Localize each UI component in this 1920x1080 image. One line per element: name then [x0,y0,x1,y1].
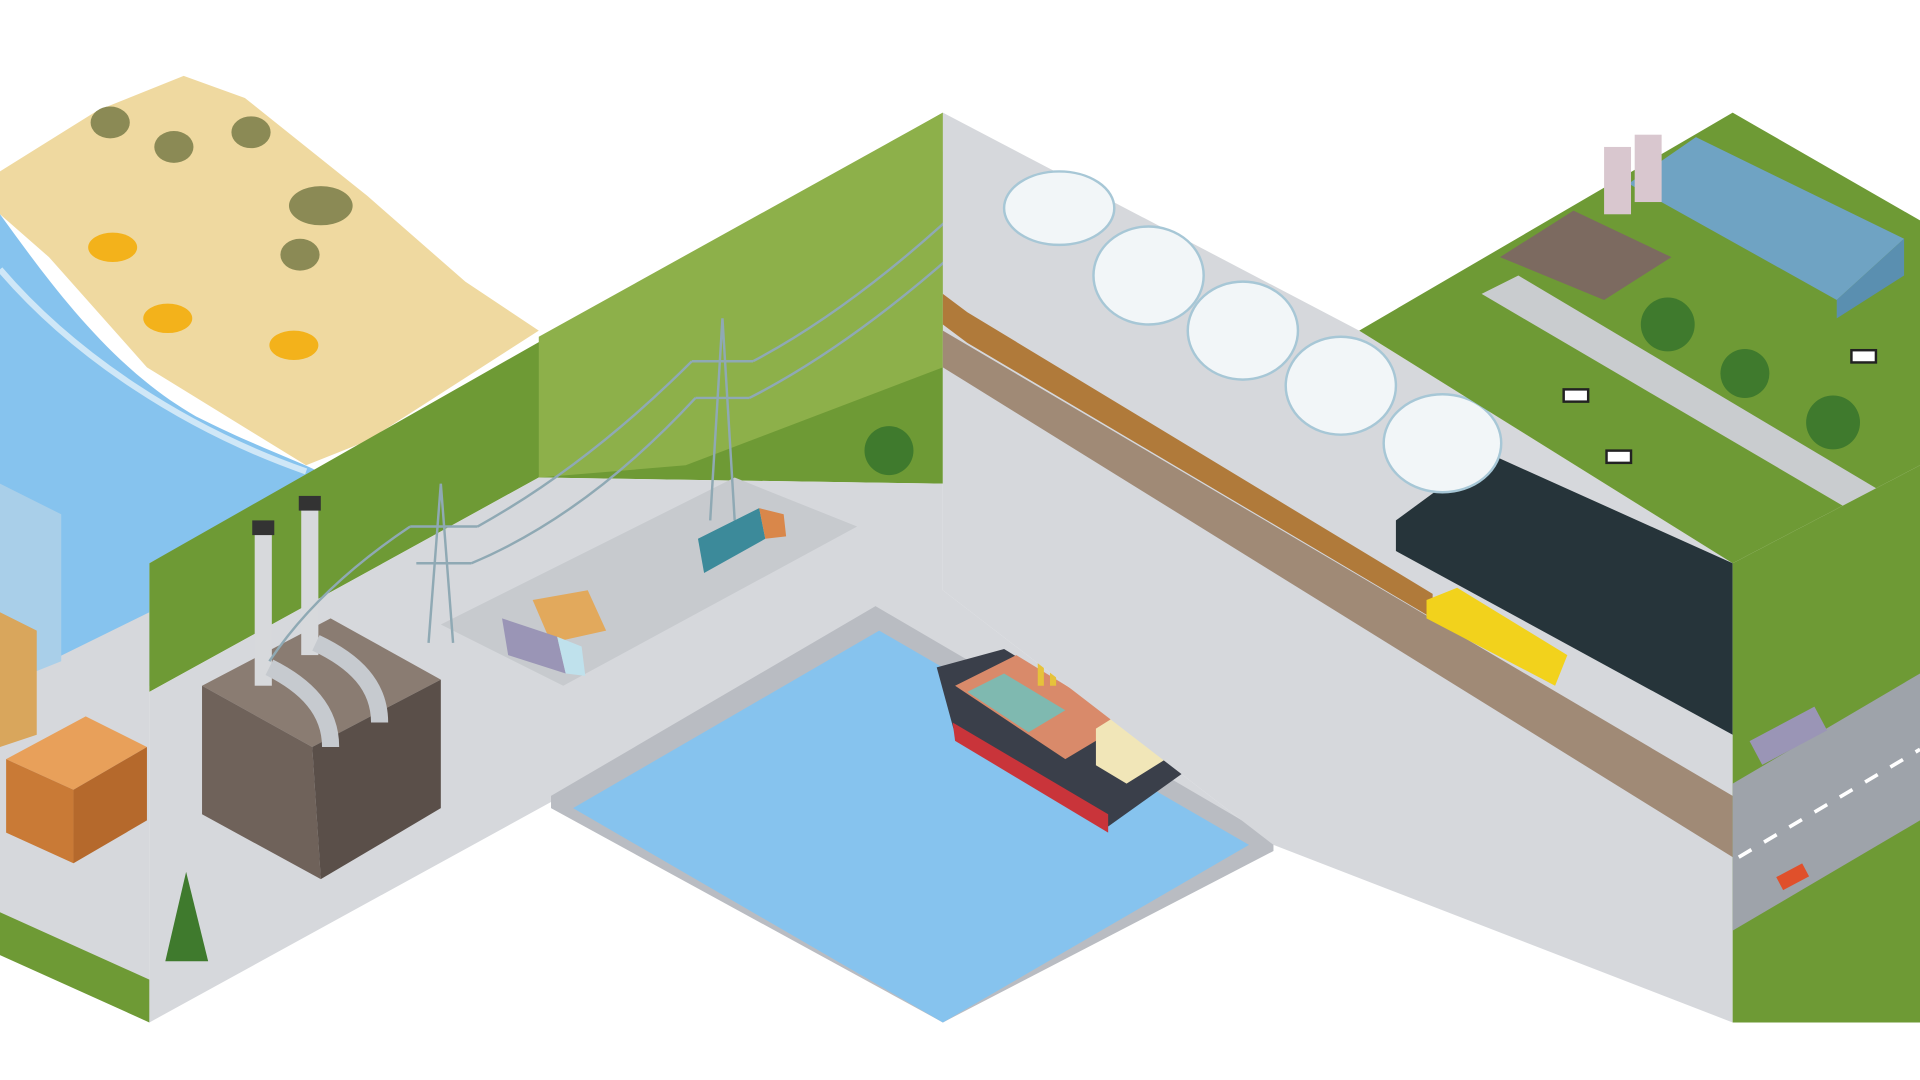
orange-building-front [6,759,74,864]
tree-icon [1720,348,1770,398]
freight-wagons [942,293,1433,619]
ship-red-stripe [952,722,1109,833]
shrubs [90,106,353,271]
barn-roof [1628,137,1905,300]
containers-teal [967,673,1066,733]
pylon [410,483,478,643]
tank [1002,170,1116,247]
cows [1562,348,1878,465]
truck [502,618,566,674]
farmhouse [1500,210,1672,300]
truck [1749,706,1828,765]
tank [1382,393,1503,494]
container-ship [936,648,1194,833]
chimney [301,502,319,656]
car [1776,863,1810,891]
river [0,214,319,686]
tank [1284,335,1398,436]
harbor-water [573,630,1249,1023]
railway [942,330,1733,858]
coal-pile [1395,453,1733,735]
factory-side [312,679,441,880]
umbrella-icon [143,303,193,334]
factory-front [202,685,321,880]
umbrella-icon [88,232,138,263]
grass-strip [0,912,150,1023]
tank [1186,280,1300,381]
truck [532,590,607,643]
tree-icon [864,426,914,476]
river-wave [0,267,308,475]
pylon [691,318,754,521]
pipe [265,659,340,748]
tree-icon [1806,395,1860,450]
tank [1092,225,1205,326]
silo [1604,146,1632,215]
orange-building-side [73,746,147,864]
truck [697,508,766,574]
orange-building-top [6,716,147,790]
office-building [0,612,37,747]
sand-dune [0,75,539,466]
tree-icon [1640,297,1695,352]
power-plant [202,495,441,880]
factory-top [202,618,441,747]
locomotive [1426,587,1568,686]
highway [1732,673,1920,931]
beach-hill [0,75,539,686]
storage-tanks [1002,170,1503,494]
lane-marking [1737,747,1920,859]
pipe [312,635,389,723]
pine-tree-icon [165,871,209,962]
umbrellas [88,232,319,360]
left-city-block [0,483,150,1023]
truck-cab [759,508,787,539]
chimney [254,526,272,686]
umbrella-icon [269,330,319,360]
barn-wall [1836,238,1905,319]
trucks [502,508,787,676]
silo [1634,134,1662,203]
truck-cab [557,636,586,676]
center-green-wall-light [538,112,943,478]
farm-road [1481,275,1920,552]
